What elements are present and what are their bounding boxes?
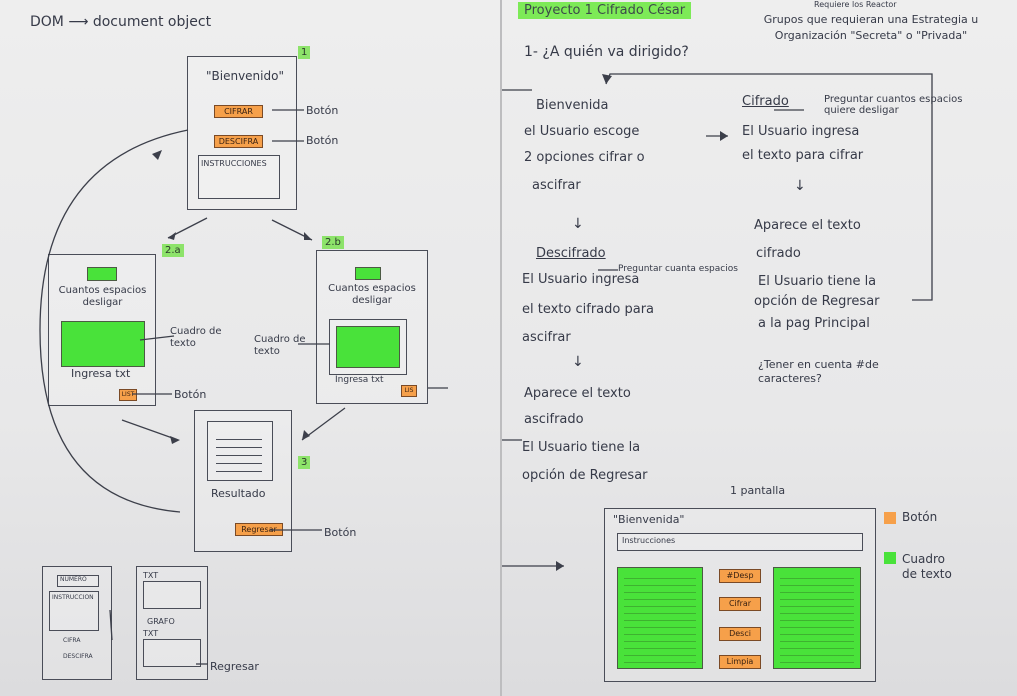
flow-right-line-4: Aparece el texto (754, 218, 861, 233)
flow-left-arrow-1: ↓ (572, 216, 584, 232)
instructions-box: INSTRUCCIONES (198, 155, 280, 199)
flow-left-line-7: el texto cifrado para (522, 302, 654, 317)
screen-2a-tag: 2.a (162, 244, 184, 257)
mockup-desp-button[interactable]: #Desp (719, 569, 761, 583)
legend-boton: Botón (902, 510, 938, 524)
flow-left-line-10: Aparece el texto (524, 386, 631, 401)
legend-orange-swatch (884, 512, 896, 524)
screen-2b-list-button[interactable]: LIS (401, 385, 417, 397)
mini-sketch-2-txt2: TXT (143, 629, 159, 638)
screen-2b-frame (329, 319, 407, 375)
audience-answer: Grupos que requieran una Estrategia u Or… (763, 13, 979, 42)
flow-right-line-8: a la pag Principal (758, 316, 870, 331)
flow-left-line-2: 2 opciones cifrar o (524, 150, 645, 165)
legend-green-swatch (884, 552, 896, 564)
screen-2b-tag: 2.b (322, 236, 344, 249)
mini-sketch-2: TXT GRAFO TXT (136, 566, 208, 680)
annotation-cuadro-2a: Cuadro de texto (170, 326, 222, 349)
mini-sketch-1: NUMERO INSTRUCCION CIFRA DESCIFRA (42, 566, 112, 680)
annotation-boton-1: Botón (306, 104, 339, 117)
mockup-input-textarea[interactable] (617, 567, 703, 669)
cifrado-note: Preguntar cuantos espacios quiere deslig… (824, 94, 963, 116)
flow-left-line-11: ascifrado (524, 412, 584, 427)
left-page-arrows (39, 109, 448, 665)
audience-small-note: Requiere los Reactor (814, 0, 897, 9)
flow-left-line-3: ascifrar (532, 178, 581, 193)
left-notebook-page: DOM ⟶ document object 1 "Bienvenido" CIF… (0, 0, 502, 696)
screen-1-tag: 1 (298, 46, 311, 59)
right-page-arrows (502, 73, 933, 571)
right-notebook-page: Proyecto 1 Cifrado César 1- ¿A quién va … (502, 0, 1017, 696)
screen-2a-decrypt: Cuantos espacios desligar Ingresa txt LI… (48, 254, 156, 406)
screen-1-title: "Bienvenido" (206, 69, 284, 83)
cifrar-button[interactable]: CIFRAR (214, 105, 263, 118)
flow-right-line-2: el texto para cifrar (742, 148, 864, 163)
mockup-descifrar-button[interactable]: Desci (719, 627, 761, 641)
screen-3-tag: 3 (298, 456, 311, 469)
screen-2a-text-area[interactable] (61, 321, 145, 367)
flow-right-line-5: cifrado (756, 246, 801, 261)
flow-bienvenida: Bienvenida (536, 98, 609, 113)
space-count-field-2b[interactable] (355, 267, 381, 280)
flow-right-line-7: opción de Regresar (754, 294, 880, 309)
flow-left-line-12: El Usuario tiene la (522, 440, 641, 455)
flow-cifrado-heading: Cifrado (742, 94, 789, 109)
flow-right-line-6: El Usuario tiene la (758, 274, 877, 289)
flow-left-line-1: el Usuario escoge (524, 124, 640, 139)
flow-left-arrow-2: ↓ (572, 354, 584, 370)
flow-right-line-1: El Usuario ingresa (742, 124, 860, 139)
descifrar-button[interactable]: DESCIFRA (214, 135, 263, 148)
result-text-lines (216, 432, 262, 472)
project-title: Proyecto 1 Cifrado César (518, 2, 692, 19)
flow-right-arrow: ↓ (794, 178, 806, 194)
mockup-cifrar-button[interactable]: Cifrar (719, 597, 761, 611)
screen-2b-text-area[interactable] (336, 326, 400, 368)
flow-descifrado-heading: Descifrado (536, 246, 606, 261)
screen-2a-prompt: Cuantos espacios desligar (58, 285, 147, 308)
mini-sketch-1-title: NUMERO (60, 576, 87, 583)
mini-sketch-2-box2 (143, 639, 201, 667)
annotation-cuadro-2b: Cuadro de texto (254, 334, 306, 357)
flow-left-line-13: opción de Regresar (522, 468, 648, 483)
annotation-boton-2a: Botón (174, 388, 207, 401)
pantalla-label: 1 pantalla (730, 484, 786, 497)
flow-left-line-6: El Usuario ingresa (522, 272, 640, 287)
mockup-screen: "Bienvenida" Instrucciones #Desp Cifrar … (604, 508, 876, 682)
mini-sketch-2-label: Regresar (210, 660, 259, 673)
mini-sketch-2-txt1: TXT (143, 571, 159, 580)
screen-3-title: Resultado (211, 487, 266, 500)
mini-sketch-1-btn2: DESCIFRA (63, 653, 93, 660)
legend-cuadro: Cuadro de texto (902, 552, 952, 581)
flow-left-line-8: ascifrar (522, 330, 571, 345)
mockup-limpiar-button[interactable]: Limpia (719, 655, 761, 669)
screen-2a-ingresa-label: Ingresa txt (71, 367, 131, 380)
screen-2a-list-button[interactable]: LIST (119, 389, 137, 401)
dom-header: DOM ⟶ document object (30, 14, 212, 30)
note-character-count: ¿Tener en cuenta #de caracteres? (758, 358, 879, 385)
screen-2b-ingresa-label: Ingresa txt (335, 375, 384, 385)
screen-2b-encrypt: Cuantos espacios desligar Ingresa txt LI… (316, 250, 428, 404)
screen-1-welcome: "Bienvenido" CIFRAR DESCIFRA INSTRUCCION… (187, 56, 297, 210)
mockup-instructions-bar: Instrucciones (617, 533, 863, 551)
audience-question: 1- ¿A quién va dirigido? (524, 44, 689, 60)
mini-sketch-2-box1 (143, 581, 201, 609)
screen-2b-prompt: Cuantos espacios desligar (328, 283, 416, 306)
mockup-instructions: Instrucciones (622, 536, 676, 545)
space-count-field[interactable] (87, 267, 117, 281)
mini-sketch-1-title-box: NUMERO (57, 575, 99, 587)
mini-sketch-1-sub: INSTRUCCION (52, 594, 94, 601)
mini-sketch-1-box: INSTRUCCION (49, 591, 99, 631)
descifrado-note: Preguntar cuanta espacios (618, 264, 738, 274)
screen-3-result: Resultado Regresar (194, 410, 292, 552)
mini-sketch-2-mid: GRAFO (147, 617, 175, 626)
mockup-title: "Bienvenida" (613, 513, 685, 526)
annotation-boton-2: Botón (306, 134, 339, 147)
mockup-output-textarea[interactable] (773, 567, 861, 669)
mini-sketch-1-btn1: CIFRA (63, 637, 81, 644)
annotation-boton-3: Botón (324, 526, 357, 539)
instructions-label: INSTRUCCIONES (201, 159, 267, 168)
result-text-box (207, 421, 273, 481)
